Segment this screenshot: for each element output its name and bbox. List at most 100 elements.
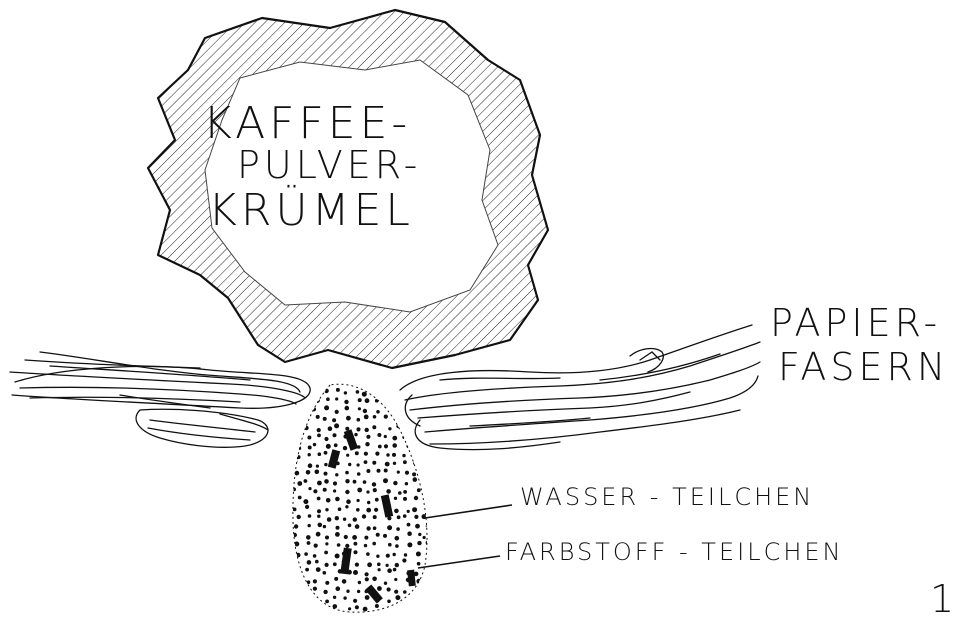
water-particle-dot [336, 388, 340, 392]
water-particle-dot [405, 599, 409, 603]
water-particle-dot [298, 582, 301, 585]
water-particle-dot [425, 433, 429, 437]
water-particle-dot [377, 563, 381, 567]
water-particle-dot [328, 426, 333, 431]
water-particle-dot [362, 514, 366, 518]
water-particle-dot [348, 463, 351, 466]
water-particle-dot [415, 524, 420, 529]
water-particle-dot [363, 607, 368, 612]
water-particle-dot [324, 451, 328, 455]
water-particle-dot [316, 567, 321, 572]
water-particle-dot [406, 426, 409, 429]
water-particle-dot [326, 397, 330, 401]
water-particle-dot [422, 398, 426, 402]
water-particle-dot [325, 536, 329, 540]
water-particle-dot [428, 481, 431, 484]
water-particle-dot [303, 390, 307, 394]
water-particle-dot [407, 510, 410, 513]
water-particle-dot [323, 488, 327, 492]
coffee-crumb: KAFFEE- PULVER- KRÜMEL [148, 10, 548, 368]
water-particle-dot [364, 544, 367, 547]
water-particle-dot [293, 416, 298, 421]
water-particle-dot [396, 527, 400, 531]
water-particle-dot [427, 588, 431, 592]
water-particle-dot [402, 454, 405, 457]
water-particle-dot [383, 390, 387, 394]
water-particle-dot [357, 488, 362, 493]
water-particle-dot [323, 525, 326, 528]
water-particle-dot [357, 418, 361, 422]
water-particle-dot [357, 472, 361, 476]
water-particle-dot [366, 490, 369, 493]
water-particle-dot [318, 452, 322, 456]
water-particle-dot [335, 473, 338, 476]
water-particle-dot [398, 491, 402, 495]
water-particle-dot [315, 560, 319, 564]
water-particle-dot [345, 406, 350, 411]
water-particle-dot [355, 563, 359, 567]
water-particle-dot [395, 536, 400, 541]
water-particle-dot [384, 582, 387, 585]
water-particle-dot [336, 526, 340, 530]
water-particle-dot [378, 445, 382, 449]
water-particle-dot [345, 479, 349, 483]
water-particle-dot [408, 390, 412, 394]
water-particle-dot [402, 435, 406, 439]
water-particle-dot [413, 452, 417, 456]
water-particle-dot [298, 588, 301, 591]
water-particle-dot [373, 415, 377, 419]
water-particle-dot [324, 463, 327, 466]
water-particle-dot [394, 590, 398, 594]
water-particle-dot [326, 444, 331, 449]
water-particle-dot [345, 544, 349, 548]
water-particle-dot [357, 499, 360, 502]
water-particle-dot [367, 501, 370, 504]
water-particle-dot [292, 488, 296, 492]
crumb-label-line2: PULVER- [237, 143, 421, 187]
water-particle-dot [385, 462, 390, 467]
water-particle-dot [412, 472, 416, 476]
water-particle-dot [376, 410, 380, 414]
water-particle-dot [346, 499, 351, 504]
water-particle-dot [313, 443, 316, 446]
water-particle-dot [317, 434, 321, 438]
water-particle-dot [394, 578, 397, 581]
water-particle-dot [313, 554, 317, 558]
water-particle-dot [308, 514, 312, 518]
water-particle-dot [384, 469, 388, 473]
water-particle-dot [388, 427, 391, 430]
water-particle-dot [308, 399, 312, 403]
water-particle-dot [324, 472, 328, 476]
water-particle-dot [394, 509, 399, 514]
water-particle-dot [346, 454, 349, 457]
water-particle-dot [292, 563, 297, 568]
water-particle-dot [355, 605, 359, 609]
water-particle-dot [375, 399, 379, 403]
water-particle-dot [317, 509, 321, 513]
water-particle-dot [396, 425, 400, 429]
water-particle-dot [358, 581, 361, 584]
water-particle-dot [375, 452, 379, 456]
water-particle-dot [365, 595, 370, 600]
water-particle-dot [366, 526, 370, 530]
water-particle-dot [383, 534, 387, 538]
water-particle-dot [372, 482, 376, 486]
water-particle-dot [377, 433, 381, 437]
water-particle-dot [323, 417, 327, 421]
water-particle-dot [373, 488, 377, 492]
water-particle-dot [365, 428, 369, 432]
water-particle-dot [325, 581, 329, 585]
water-particle-dot [402, 558, 406, 562]
water-particle-dot [335, 532, 340, 537]
water-particle-dot [356, 508, 360, 512]
water-particle-dot [308, 487, 311, 490]
water-particle-dot [327, 517, 332, 522]
water-particle-dot [365, 572, 369, 576]
water-particle-dot [378, 568, 381, 571]
water-particle-dot [333, 433, 337, 437]
water-particle-dot [386, 489, 391, 494]
water-particle-dot [294, 524, 298, 528]
water-particle-dot [317, 497, 321, 501]
water-particle-dot [333, 481, 337, 485]
water-particle-dot [392, 436, 397, 441]
